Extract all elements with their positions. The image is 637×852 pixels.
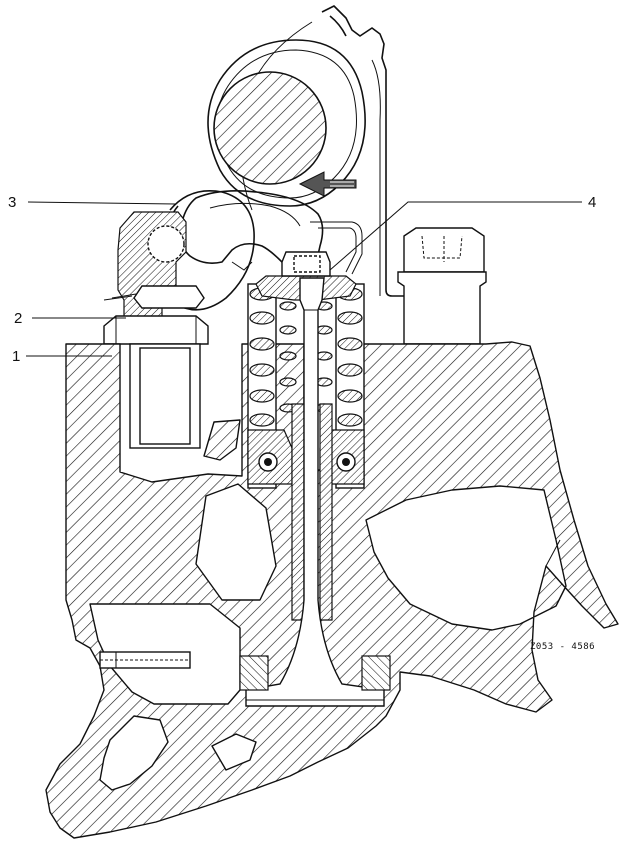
valve	[239, 277, 391, 707]
figure-reference-code: Z053 - 4586	[530, 642, 595, 652]
cylinder-head-bolt	[397, 227, 487, 345]
callout-labels: 3 2 1 4	[8, 194, 596, 365]
callout-3: 3	[8, 194, 16, 211]
callout-2: 2	[14, 310, 22, 327]
valve-spring-coils-right	[337, 287, 363, 427]
oil-pipe	[310, 221, 363, 275]
leader-line-4	[329, 201, 582, 271]
callout-leaders	[26, 201, 582, 357]
leader-line-3	[27, 201, 177, 205]
callout-4: 4	[588, 194, 596, 211]
plug-bolt	[99, 651, 191, 669]
callout-1: 1	[12, 348, 20, 365]
direction-arrow	[298, 171, 357, 197]
hydraulic-adjuster	[103, 211, 209, 449]
